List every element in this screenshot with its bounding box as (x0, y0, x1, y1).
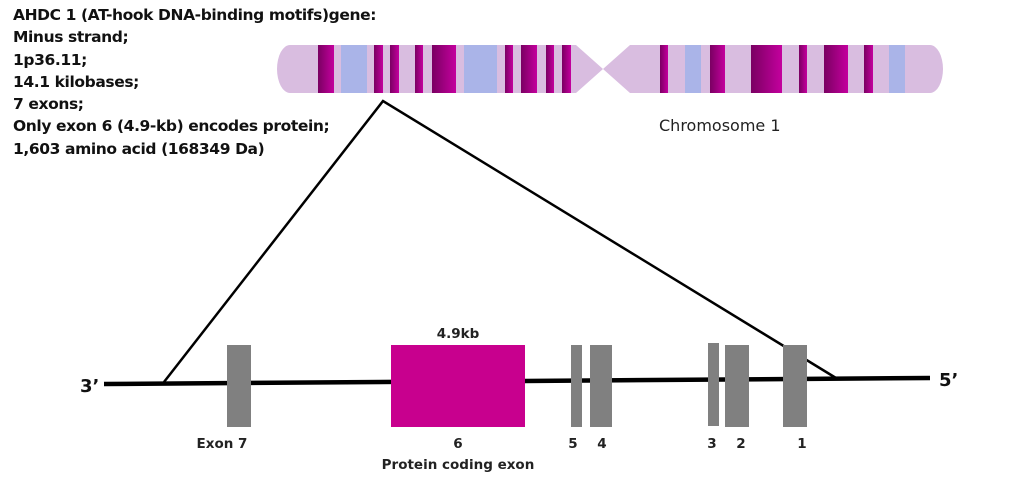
locus-info: 1p36.11; (13, 50, 87, 69)
chromosome-band-dark (521, 45, 537, 93)
exon-7-label: Exon 7 (197, 436, 248, 452)
exon-1 (783, 345, 807, 427)
exons: Exon 7 6 5 4 3 2 1 (197, 343, 807, 452)
chromosome-band-dark (799, 45, 807, 93)
chromosome-band-dark (751, 45, 782, 93)
five-prime-end-label: 5’ (939, 370, 958, 391)
chromosome-band-dark (710, 45, 725, 93)
exon-2-label: 2 (736, 436, 745, 452)
exon-3 (708, 343, 719, 426)
chromosome-band-light (889, 45, 905, 93)
zoom-lines (163, 99, 837, 383)
exon-count-info: 7 exons; (13, 95, 84, 114)
strand-info: Minus strand; (13, 28, 129, 47)
protein-info: 1,603 amino acid (168349 Da) (13, 139, 265, 158)
chromosome-band-light (464, 45, 497, 93)
exon-5 (571, 345, 582, 427)
exon-1-label: 1 (797, 436, 806, 452)
exon-6-size-label: 4.9kb (437, 326, 480, 342)
exon-5-label: 5 (568, 436, 577, 452)
chromosome-band-dark (374, 45, 383, 93)
chromosome-bands (318, 45, 905, 93)
coding-exon-info: Only exon 6 (4.9-kb) encodes protein; (13, 117, 330, 136)
exon-4-label: 4 (597, 436, 606, 452)
protein-coding-caption: Protein coding exon (382, 457, 535, 473)
gene-title: AHDC 1 (AT-hook DNA-binding motifs)gene: (13, 6, 377, 24)
chromosome-band-dark (390, 45, 399, 93)
chromosome-band-dark (415, 45, 423, 93)
exon-4 (590, 345, 612, 427)
chromosome-band-dark (562, 45, 571, 93)
chromosome-band-dark (660, 45, 668, 93)
exon-6 (391, 345, 525, 427)
chromosome-band-dark (505, 45, 513, 93)
chromosome-band-dark (432, 45, 456, 93)
exon-6-label: 6 (453, 436, 462, 452)
chromosome-band-dark (318, 45, 334, 93)
chromosome-1 (277, 45, 943, 93)
exon-7 (227, 345, 251, 427)
chromosome-band-dark (824, 45, 848, 93)
chromosome-band-dark (864, 45, 873, 93)
exon-2 (725, 345, 749, 427)
chromosome-band-light (685, 45, 701, 93)
gene-info-panel: AHDC 1 (AT-hook DNA-binding motifs)gene:… (13, 4, 376, 160)
chromosome-band-light (341, 45, 367, 93)
chromosome-label: Chromosome 1 (659, 116, 781, 135)
chromosome-band-dark (546, 45, 554, 93)
three-prime-end-label: 3’ (80, 376, 99, 397)
size-info: 14.1 kilobases; (13, 72, 139, 91)
exon-3-label: 3 (707, 436, 716, 452)
